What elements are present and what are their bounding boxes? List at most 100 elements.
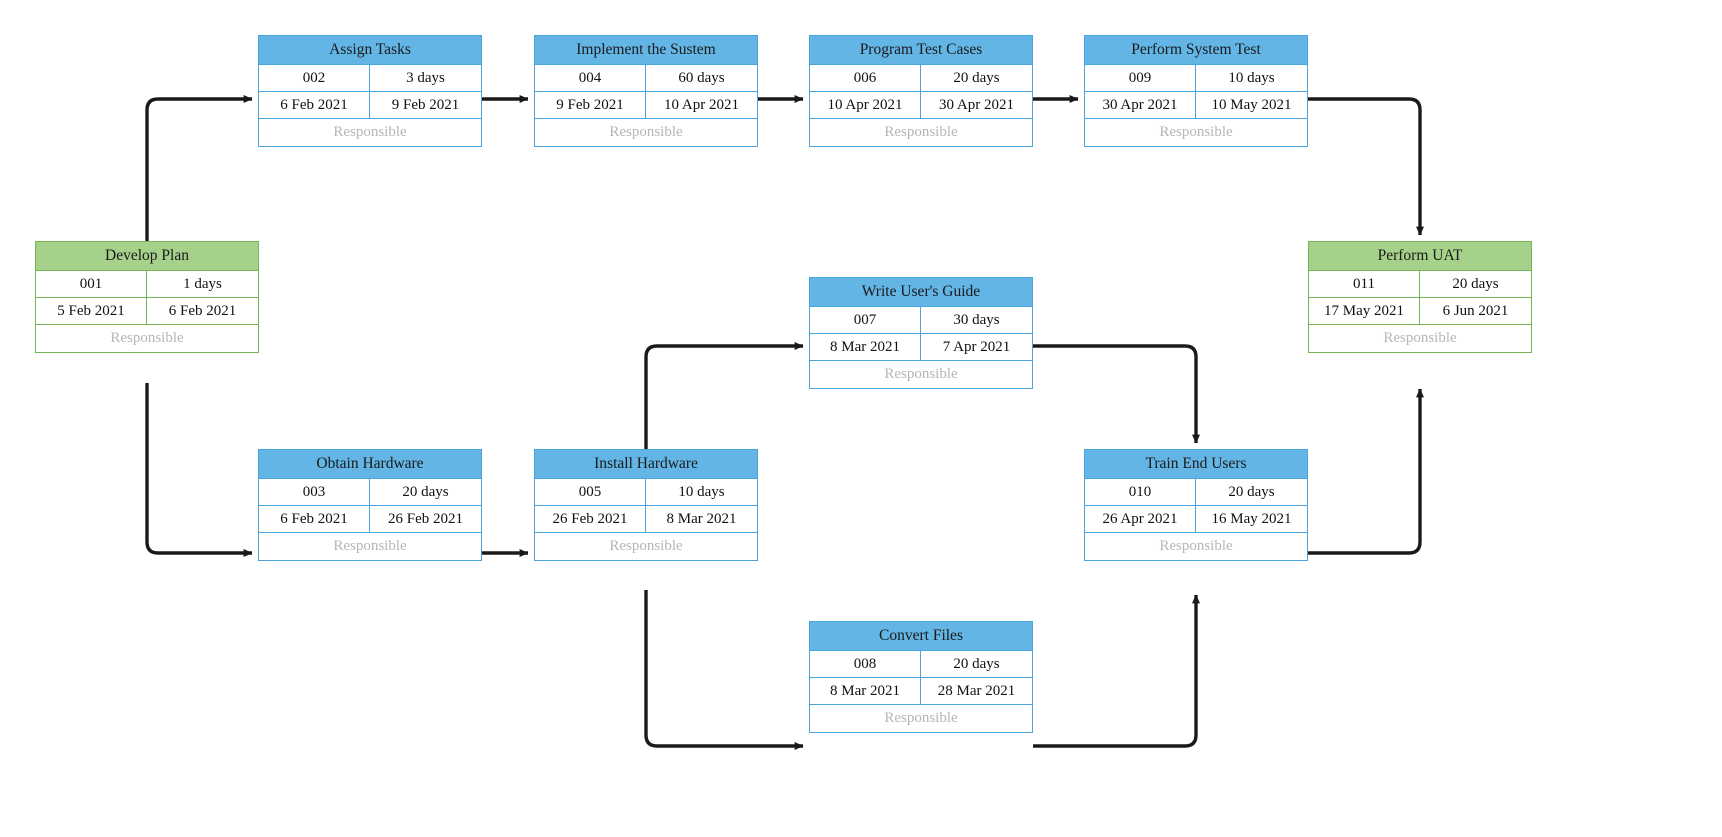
task-end-date: 30 Apr 2021: [939, 97, 1014, 113]
task-id-duration-row: 004 60 days: [535, 65, 757, 92]
task-start-date: 6 Feb 2021: [259, 92, 370, 118]
task-dates-row: 10 Apr 2021 30 Apr 2021: [810, 92, 1032, 119]
task-start-date: 9 Feb 2021: [535, 92, 646, 118]
task-id-duration-row: 003 20 days: [259, 479, 481, 506]
task-duration: 3 days: [406, 70, 445, 86]
edge-install-hardware-to-convert-files: [644, 590, 804, 750]
task-end-date: 10 May 2021: [1211, 97, 1292, 113]
task-duration: 20 days: [953, 656, 1000, 672]
task-end-date: 16 May 2021: [1211, 511, 1292, 527]
task-id: 008: [810, 651, 921, 677]
task-node-assign-tasks[interactable]: Assign Tasks 002 3 days 6 Feb 2021 9 Feb…: [258, 35, 482, 147]
task-responsible[interactable]: Responsible: [884, 366, 958, 382]
task-end-date: 6 Feb 2021: [168, 303, 237, 319]
task-start-date: 8 Mar 2021: [810, 334, 921, 360]
task-duration: 10 days: [678, 484, 725, 500]
task-node-program-test-cases[interactable]: Program Test Cases 006 20 days 10 Apr 20…: [809, 35, 1033, 147]
task-start-date: 8 Mar 2021: [810, 678, 921, 704]
edge-develop-plan-to-assign-tasks: [145, 95, 253, 241]
task-responsible[interactable]: Responsible: [333, 538, 407, 554]
task-responsible[interactable]: Responsible: [609, 538, 683, 554]
task-id: 011: [1309, 271, 1420, 297]
task-dates-row: 17 May 2021 6 Jun 2021: [1309, 298, 1531, 325]
task-id-duration-row: 007 30 days: [810, 307, 1032, 334]
task-id: 003: [259, 479, 370, 505]
task-duration: 20 days: [402, 484, 449, 500]
task-end-date: 28 Mar 2021: [937, 683, 1016, 699]
task-id: 007: [810, 307, 921, 333]
task-node-perform-uat[interactable]: Perform UAT 011 20 days 17 May 2021 6 Ju…: [1308, 241, 1532, 353]
task-id: 009: [1085, 65, 1196, 91]
task-end-date: 8 Mar 2021: [666, 511, 737, 527]
task-id-duration-row: 010 20 days: [1085, 479, 1307, 506]
edge-develop-plan-to-obtain-hardware: [145, 383, 253, 557]
task-duration: 20 days: [1452, 276, 1499, 292]
edge-convert-files-to-train-end-users: [1033, 594, 1200, 748]
task-id: 004: [535, 65, 646, 91]
edge-perform-system-test-to-perform-uat: [1308, 97, 1424, 236]
task-title: Convert Files: [810, 622, 1032, 651]
task-dates-row: 26 Feb 2021 8 Mar 2021: [535, 506, 757, 533]
task-dates-row: 9 Feb 2021 10 Apr 2021: [535, 92, 757, 119]
task-responsible[interactable]: Responsible: [1159, 124, 1233, 140]
task-node-train-end-users[interactable]: Train End Users 010 20 days 26 Apr 2021 …: [1084, 449, 1308, 561]
task-id-duration-row: 009 10 days: [1085, 65, 1307, 92]
task-duration: 20 days: [953, 70, 1000, 86]
task-node-obtain-hardware[interactable]: Obtain Hardware 003 20 days 6 Feb 2021 2…: [258, 449, 482, 561]
task-id-duration-row: 011 20 days: [1309, 271, 1531, 298]
task-id-duration-row: 002 3 days: [259, 65, 481, 92]
task-responsible[interactable]: Responsible: [110, 330, 184, 346]
task-duration: 10 days: [1228, 70, 1275, 86]
task-title: Perform System Test: [1085, 36, 1307, 65]
task-duration: 1 days: [183, 276, 222, 292]
task-node-write-users-guide[interactable]: Write User's Guide 007 30 days 8 Mar 202…: [809, 277, 1033, 389]
task-duration: 30 days: [953, 312, 1000, 328]
task-end-date: 6 Jun 2021: [1442, 303, 1509, 319]
task-node-implement-the-sustem[interactable]: Implement the Sustem 004 60 days 9 Feb 2…: [534, 35, 758, 147]
task-id: 002: [259, 65, 370, 91]
task-id: 006: [810, 65, 921, 91]
task-duration: 60 days: [678, 70, 725, 86]
task-responsible[interactable]: Responsible: [1383, 330, 1457, 346]
task-id: 010: [1085, 479, 1196, 505]
task-id-duration-row: 001 1 days: [36, 271, 258, 298]
task-responsible[interactable]: Responsible: [333, 124, 407, 140]
task-dates-row: 8 Mar 2021 28 Mar 2021: [810, 678, 1032, 705]
task-node-develop-plan[interactable]: Develop Plan 001 1 days 5 Feb 2021 6 Feb…: [35, 241, 259, 353]
task-start-date: 5 Feb 2021: [36, 298, 147, 324]
task-dates-row: 30 Apr 2021 10 May 2021: [1085, 92, 1307, 119]
task-responsible[interactable]: Responsible: [884, 124, 958, 140]
task-id: 001: [36, 271, 147, 297]
task-node-perform-system-test[interactable]: Perform System Test 009 10 days 30 Apr 2…: [1084, 35, 1308, 147]
task-start-date: 10 Apr 2021: [810, 92, 921, 118]
task-node-install-hardware[interactable]: Install Hardware 005 10 days 26 Feb 2021…: [534, 449, 758, 561]
task-responsible[interactable]: Responsible: [609, 124, 683, 140]
task-start-date: 17 May 2021: [1309, 298, 1420, 324]
task-start-date: 26 Apr 2021: [1085, 506, 1196, 532]
task-title: Obtain Hardware: [259, 450, 481, 479]
task-responsible[interactable]: Responsible: [884, 710, 958, 726]
task-title: Program Test Cases: [810, 36, 1032, 65]
task-id: 005: [535, 479, 646, 505]
task-node-convert-files[interactable]: Convert Files 008 20 days 8 Mar 2021 28 …: [809, 621, 1033, 733]
task-id-duration-row: 006 20 days: [810, 65, 1032, 92]
task-id-duration-row: 008 20 days: [810, 651, 1032, 678]
task-dates-row: 26 Apr 2021 16 May 2021: [1085, 506, 1307, 533]
task-duration: 20 days: [1228, 484, 1275, 500]
task-dates-row: 6 Feb 2021 26 Feb 2021: [259, 506, 481, 533]
task-title: Develop Plan: [36, 242, 258, 271]
edge-write-users-guide-to-train-end-users: [1033, 344, 1200, 444]
task-dates-row: 5 Feb 2021 6 Feb 2021: [36, 298, 258, 325]
task-start-date: 30 Apr 2021: [1085, 92, 1196, 118]
task-start-date: 6 Feb 2021: [259, 506, 370, 532]
task-title: Train End Users: [1085, 450, 1307, 479]
task-title: Implement the Sustem: [535, 36, 757, 65]
task-title: Assign Tasks: [259, 36, 481, 65]
task-end-date: 26 Feb 2021: [388, 511, 463, 527]
task-responsible[interactable]: Responsible: [1159, 538, 1233, 554]
task-dates-row: 8 Mar 2021 7 Apr 2021: [810, 334, 1032, 361]
task-id-duration-row: 005 10 days: [535, 479, 757, 506]
edge-install-hardware-to-write-users-guide: [644, 342, 804, 449]
edge-train-end-users-to-perform-uat: [1308, 388, 1424, 555]
